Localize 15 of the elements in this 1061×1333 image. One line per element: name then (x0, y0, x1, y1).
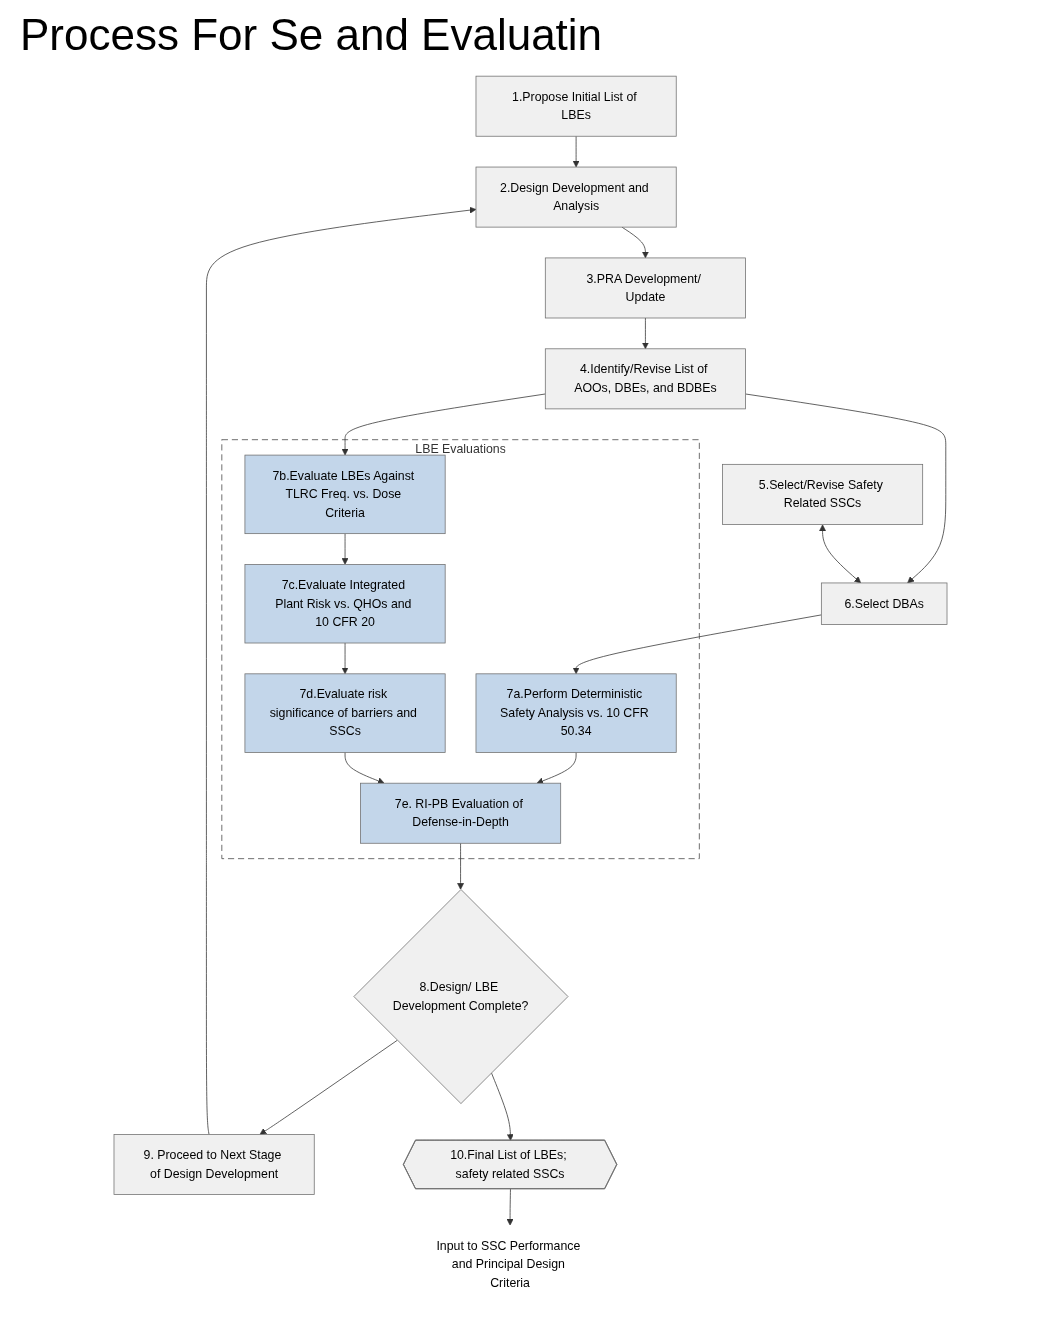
node-box: 7c.Evaluate Integrated Plant Risk vs. QHOs and 10 CFR 20 (244, 564, 446, 644)
node-box: 7b.Evaluate LBEs Against TLRC Freq. vs. Dose Criteria (244, 454, 446, 535)
node-box: 9. Proceed to Next Stage of Design Development (113, 1134, 315, 1195)
node-box: 1.Propose Initial List of LBEs (475, 75, 677, 137)
node-box: 7d.Evaluate risk significance of barriers and SSCs (244, 673, 446, 753)
diagram-title: Process For Se and Evaluatin (20, 10, 604, 60)
node-box: 3.PRA Development/ Update (544, 257, 746, 319)
node-diamond: 8.Design/ LBE Development Complete? (353, 889, 569, 1104)
node-box: 2.Design Development and Analysis (475, 166, 677, 228)
node-box: 6.Select DBAs (820, 582, 948, 625)
node-box: 5.Select/Revise Safety Related SSCs (722, 463, 924, 525)
node-box: 4.Identify/Revise List of AOOs, DBEs, and BDBEs (544, 348, 746, 410)
node-text: Input to SSC Performance and Principal Design Criteria (436, 1239, 581, 1290)
node-box: 7a.Perform Deterministic Safety Analysis vs. 10 CFR 50.34 (475, 673, 677, 753)
node-box: 7e. RI-PB Evaluation of Defense-in-Depth (360, 782, 562, 844)
